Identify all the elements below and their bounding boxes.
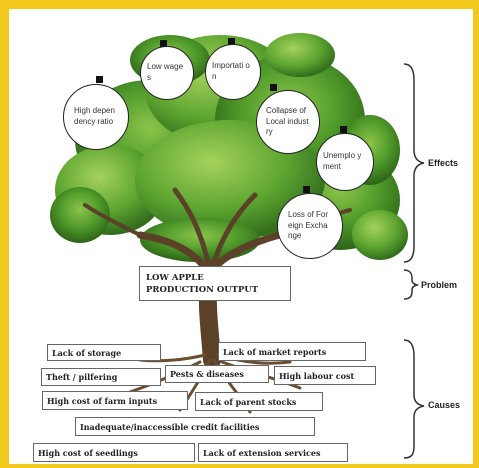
effect-unemployment: Unemplo yment [316,133,374,191]
effect-low-wages: Low wages [140,46,194,100]
effect-loss-foreign-exchange: Loss of Foreign Exchange [277,193,343,259]
label-effects: Effects [428,158,459,168]
effect-high-dependency-ratio: High dependency ratio [63,84,129,150]
cause-inadequate-credit: Inadequate/inaccessible credit facilitie… [75,417,315,436]
cause-lack-of-market-reports: Lack of market reports [218,342,366,361]
effect-importation: Importati on [205,44,261,100]
label-causes: Causes [428,400,461,410]
cause-lack-parent-stocks: Lack of parent stocks [195,392,323,411]
cause-lack-of-storage: Lack of storage [47,344,161,361]
problem-line-2: PRODUCTION OUTPUT [146,285,259,296]
cause-pests-diseases: Pests & diseases [165,365,269,383]
cause-theft-pilfering: Theft / pilfering [41,368,161,386]
problem-box: LOW APPLE PRODUCTION OUTPUT [139,266,291,301]
frame-top-border [0,0,479,9]
frame-bottom-border [0,464,479,468]
frame-right-border [473,0,479,468]
effect-collapse-local-industry: Collapse of Local industry [256,90,320,154]
cause-high-cost-farm-inputs: High cost of farm inputs [42,391,188,410]
bubble-pins [96,38,347,193]
problem-line-1: LOW APPLE [146,273,204,283]
brace-markers [403,63,425,459]
cause-high-cost-seedlings: High cost of seedlings [33,443,195,462]
label-problem: Problem [421,280,458,290]
cause-high-labour-cost: High labour cost [274,366,376,385]
frame-left-border [0,0,9,468]
cause-lack-extension-services: Lack of extension services [198,443,348,462]
